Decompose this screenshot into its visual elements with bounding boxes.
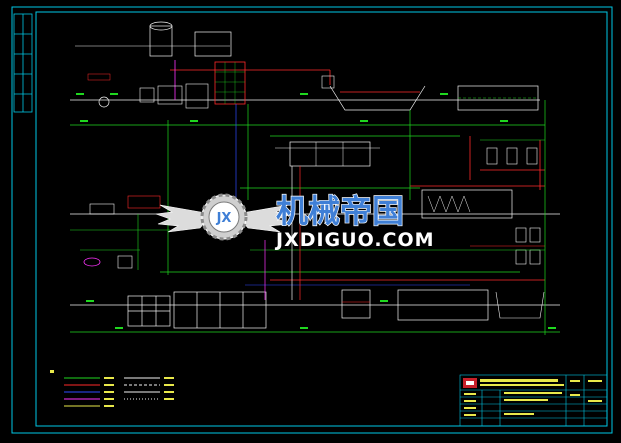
title-block (459, 374, 608, 427)
watermark-title: 机械帝国 (276, 192, 404, 230)
row-3-process (70, 185, 560, 270)
company-logo-icon (463, 378, 477, 388)
inner-frame (35, 11, 608, 427)
emblem-letters: JX (216, 211, 232, 226)
watermark-url: JXDIGUO.COM (274, 229, 435, 251)
watermark: JX 机械帝国 JXDIGUO.COM (155, 191, 435, 251)
legend (50, 370, 174, 407)
tank-icon (397, 289, 489, 321)
pump-icon (98, 96, 110, 108)
row-2-process (270, 135, 545, 190)
vertical-connectors (167, 100, 546, 335)
binding-strip (13, 13, 33, 113)
reactor-block (214, 61, 246, 105)
row-4-process (70, 271, 560, 333)
outer-frame (11, 6, 613, 434)
tank-icon (149, 25, 173, 57)
row-1-process (70, 21, 545, 126)
gear-wings-emblem-icon: JX (155, 193, 293, 241)
